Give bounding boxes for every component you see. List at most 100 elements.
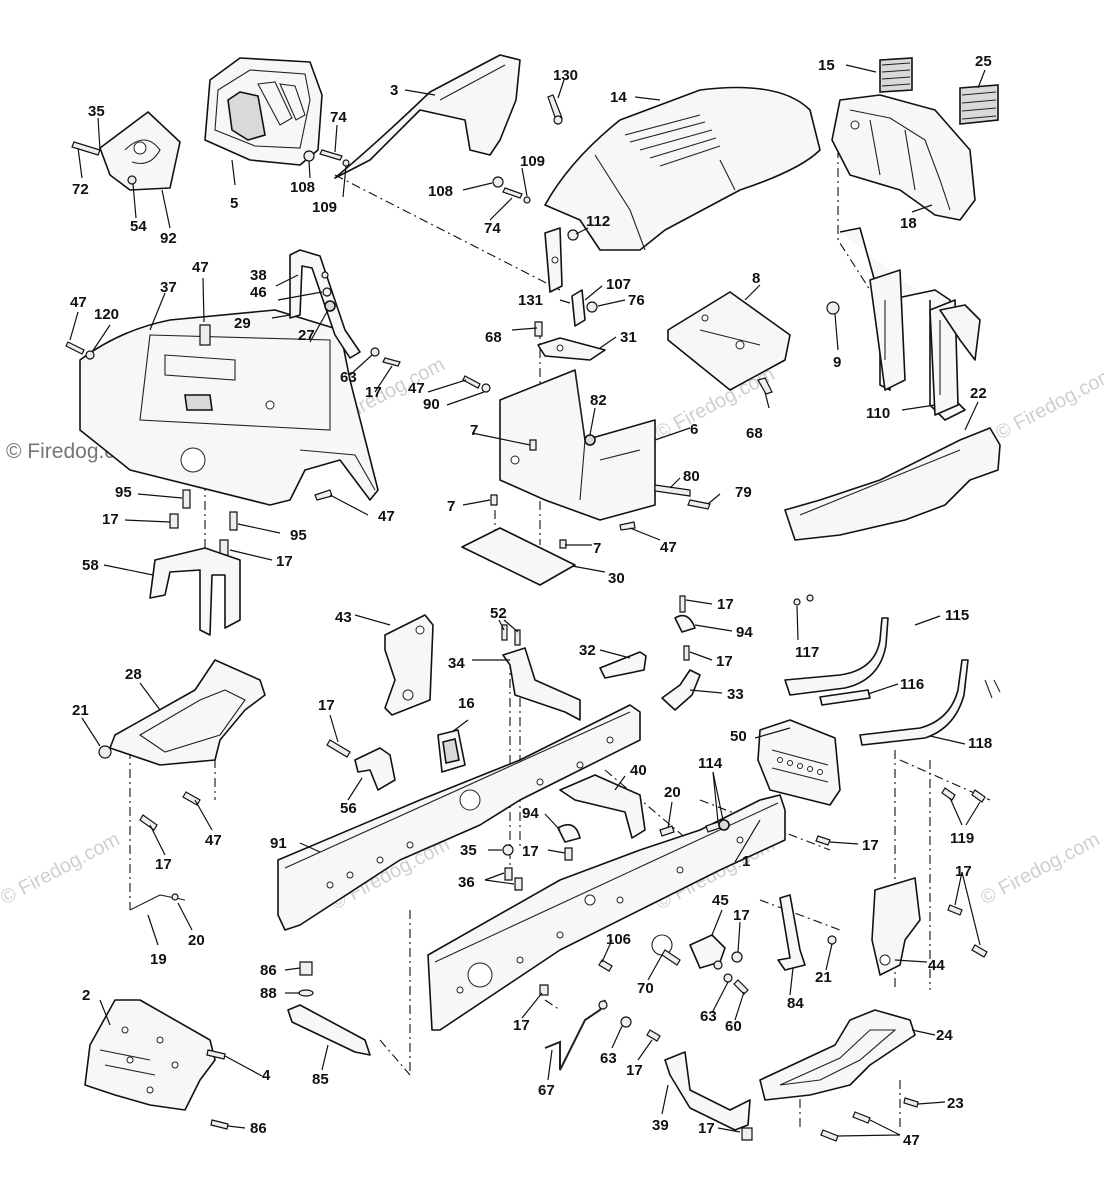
part-40-bracket xyxy=(559,774,646,839)
fastener-112 xyxy=(567,229,579,241)
callout-130: 130 xyxy=(553,67,578,84)
part-95-pins xyxy=(182,489,238,531)
callout-23: 23 xyxy=(947,1095,964,1112)
callout-94-top: 94 xyxy=(736,624,753,641)
part-30-plate xyxy=(461,527,576,586)
callout-92: 92 xyxy=(160,230,177,247)
callout-22: 22 xyxy=(970,385,987,402)
part-2-plate xyxy=(84,999,216,1111)
fastener-54 xyxy=(127,175,137,185)
part-84-bracket xyxy=(777,894,806,971)
callout-3: 3 xyxy=(390,82,398,99)
callout-34: 34 xyxy=(448,655,465,672)
callout-17-h: 17 xyxy=(522,843,539,860)
hood-vents xyxy=(624,114,721,167)
fastener-130 xyxy=(547,94,563,125)
callout-120: 120 xyxy=(94,306,119,323)
callout-labels: 35 72 54 92 5 108 74 109 3 130 14 108 74… xyxy=(70,53,992,1149)
callout-117: 117 xyxy=(795,644,819,661)
callout-108: 108 xyxy=(290,179,315,196)
callout-63-top: 63 xyxy=(340,369,357,386)
callout-131: 131 xyxy=(518,292,543,309)
callout-17-i: 17 xyxy=(862,837,879,854)
callout-70: 70 xyxy=(637,980,654,997)
callout-40: 40 xyxy=(630,762,647,779)
parts-80-79 xyxy=(654,484,711,510)
callout-17-e: 17 xyxy=(716,653,733,670)
callout-47-fender: 47 xyxy=(378,508,395,525)
callout-88: 88 xyxy=(260,985,277,1002)
fasteners-108-74-109-hood xyxy=(492,176,531,204)
part-5-dash-console xyxy=(204,57,323,166)
callout-21-left: 21 xyxy=(72,702,89,719)
part-110-bracket xyxy=(839,227,981,421)
callout-1: 1 xyxy=(742,853,750,870)
part-24-footrest xyxy=(759,1009,916,1101)
part-32-bracket xyxy=(599,651,647,679)
callout-31: 31 xyxy=(620,329,637,346)
callout-17-d: 17 xyxy=(717,596,734,613)
callout-86-bottom: 86 xyxy=(250,1120,267,1137)
part-94-clip-bottom xyxy=(557,823,581,843)
callout-60: 60 xyxy=(725,1018,742,1035)
watermark-faint: © Firedog.com xyxy=(0,828,123,909)
callout-20-left: 20 xyxy=(188,932,205,949)
part-1-frame xyxy=(427,794,786,1031)
callout-36: 36 xyxy=(458,874,475,891)
callout-17-n: 17 xyxy=(698,1120,715,1137)
callout-45: 45 xyxy=(712,892,729,909)
callout-16: 16 xyxy=(458,695,475,712)
callout-67: 67 xyxy=(538,1082,555,1099)
callout-39: 39 xyxy=(652,1117,669,1134)
callout-27: 27 xyxy=(298,327,315,344)
part-44-bracket xyxy=(871,877,921,976)
part-45-hitch xyxy=(689,934,743,970)
part-25-filter xyxy=(959,84,999,125)
watermark-faint: © Firedog.com xyxy=(992,363,1104,444)
callout-20-mid: 20 xyxy=(664,784,681,801)
callout-90: 90 xyxy=(423,396,440,413)
part-18-housing xyxy=(831,94,976,221)
callout-108-hood: 108 xyxy=(428,183,453,200)
fasteners-4-86 xyxy=(206,1049,229,1130)
callout-17-f: 17 xyxy=(155,856,172,873)
callout-17-g: 17 xyxy=(318,697,335,714)
callout-17-l: 17 xyxy=(513,1017,530,1034)
callout-68: 68 xyxy=(485,329,502,346)
fasteners-119 xyxy=(941,787,986,803)
part-15-filter xyxy=(879,57,913,93)
fastener-72 xyxy=(71,141,101,156)
part-34-bracket xyxy=(502,647,581,721)
callout-32: 32 xyxy=(579,642,596,659)
part-117-pins xyxy=(793,594,814,606)
fasteners-52 xyxy=(501,624,521,646)
fasteners-20-17-35-36 xyxy=(502,825,675,891)
callout-5: 5 xyxy=(230,195,238,212)
callout-37: 37 xyxy=(160,279,177,296)
fasteners-47-90 xyxy=(462,375,491,393)
callout-118: 118 xyxy=(968,735,992,752)
fastener-68-left xyxy=(534,321,543,337)
callout-110: 110 xyxy=(866,405,890,422)
callout-2: 2 xyxy=(82,987,90,1004)
callout-63-mid: 63 xyxy=(700,1008,717,1025)
callout-35-mid: 35 xyxy=(460,842,477,859)
callout-91: 91 xyxy=(270,835,287,852)
callout-94-bottom: 94 xyxy=(522,805,539,822)
part-22-bumper xyxy=(784,427,1001,541)
part-56-bracket xyxy=(354,747,396,791)
callout-68-right: 68 xyxy=(746,425,763,442)
callout-21-right: 21 xyxy=(815,969,832,986)
callout-17-j: 17 xyxy=(955,863,972,880)
fasteners-17-58 xyxy=(169,513,229,556)
part-118-lever xyxy=(859,659,1001,746)
callout-7-a: 7 xyxy=(470,422,478,439)
callout-35: 35 xyxy=(88,103,105,120)
callout-47-console: 47 xyxy=(660,539,677,556)
callout-119: 119 xyxy=(950,830,974,847)
callout-114: 114 xyxy=(698,755,723,772)
part-33-bracket xyxy=(661,669,701,711)
leader-lines xyxy=(69,64,986,1137)
part-50-bracket xyxy=(757,719,841,806)
